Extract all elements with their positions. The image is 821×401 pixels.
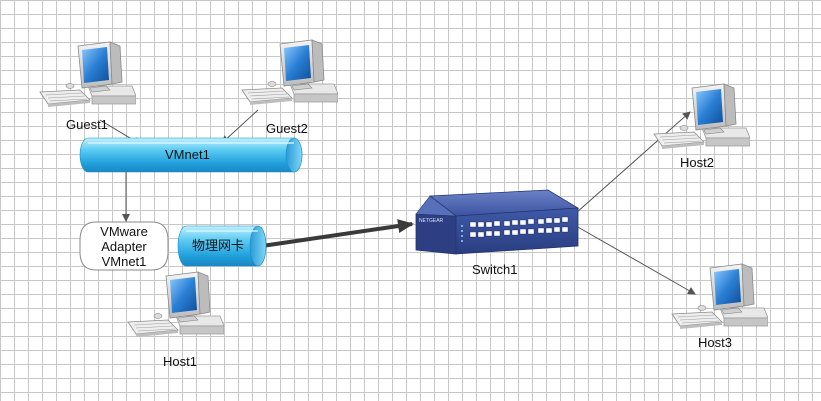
host2-label: Host2: [680, 155, 714, 170]
guest1-node[interactable]: Guest1: [39, 41, 136, 132]
host2-node[interactable]: Host2: [653, 83, 750, 170]
switch-brand-text: NETGEAR: [419, 218, 444, 224]
adapter-shape: [79, 221, 169, 271]
guest2-node[interactable]: Guest2: [241, 39, 338, 136]
vmnet1-label: VMnet1: [165, 147, 210, 162]
computer-icon: [653, 83, 750, 150]
vmnet1-cylinder[interactable]: VMnet1: [79, 137, 303, 173]
computer-icon: [39, 41, 136, 108]
connector-switch-host3: [575, 225, 696, 295]
switch1-node[interactable]: NETGEAR Switch1: [415, 189, 580, 277]
switch1-label: Switch1: [472, 262, 518, 277]
host1-node[interactable]: Host1: [127, 271, 224, 369]
network-switch-icon: NETGEAR: [415, 189, 580, 255]
host3-node[interactable]: Host3: [671, 263, 768, 350]
guest2-label: Guest2: [266, 121, 308, 136]
host1-label: Host1: [163, 354, 197, 369]
connector-guest2-vmnet1: [221, 109, 259, 144]
computer-icon: [241, 39, 338, 106]
connector-nic-switch: [261, 219, 414, 248]
adapter-label-line1: VMware: [100, 224, 148, 239]
adapter-label-line2: Adapter: [101, 239, 147, 254]
computer-icon: [127, 271, 224, 338]
guest1-label: Guest1: [66, 117, 108, 132]
computer-icon: [671, 263, 768, 330]
host3-label: Host3: [698, 335, 732, 350]
vmware-adapter-node[interactable]: VMware Adapter VMnet1: [79, 221, 169, 271]
nic-label: 物理网卡: [192, 238, 244, 253]
connectors: [99, 109, 696, 295]
pipe-cylinder-icon: [177, 225, 267, 267]
pipe-cylinder-icon: [79, 137, 303, 173]
adapter-label-line3: VMnet1: [102, 254, 147, 269]
physical-nic-cylinder[interactable]: 物理网卡: [177, 225, 267, 267]
connector-switch-host2: [575, 111, 691, 214]
